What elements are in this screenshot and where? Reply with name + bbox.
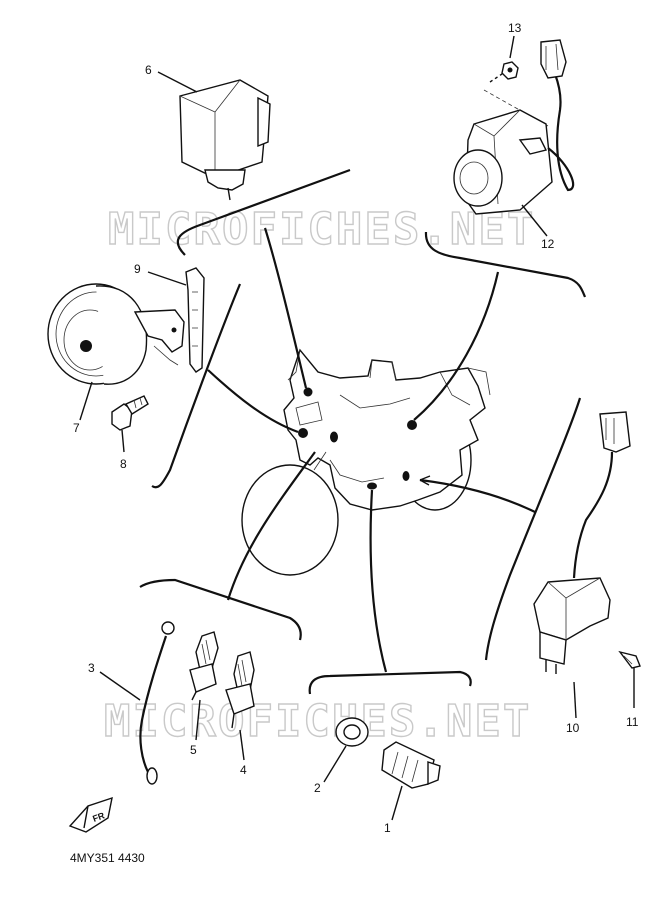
part-8-bolt [111, 395, 149, 431]
callout-3: 3 [88, 661, 95, 675]
callout-10: 10 [566, 721, 580, 735]
part-6-relay [179, 79, 271, 201]
part-5-switch [189, 631, 219, 701]
front-marker-label: FR [91, 810, 106, 824]
part-9-cable-tie [185, 267, 205, 373]
callout-5: 5 [190, 743, 197, 757]
frame-assembly [241, 348, 491, 576]
part-12-switch [453, 39, 575, 215]
part-13-nut [501, 61, 519, 80]
callout-12: 12 [541, 237, 555, 251]
watermark-top: MICROFICHES.NET [108, 204, 535, 255]
callout-11: 11 [626, 715, 639, 729]
callout-13: 13 [508, 21, 522, 35]
part-11-screw [618, 650, 641, 669]
part-2-washer [335, 717, 369, 747]
part-3-lead-wire [139, 621, 175, 785]
part-1-sensor [381, 741, 441, 789]
part-10-switch [533, 411, 631, 674]
callouts: 1 2 3 4 5 6 7 8 9 10 11 12 13 [73, 21, 639, 835]
leader-lines [207, 227, 536, 673]
front-marker: FR [68, 796, 113, 833]
callout-4: 4 [240, 763, 247, 777]
group-brackets [139, 168, 587, 695]
callout-6: 6 [145, 63, 152, 77]
part-4-switch [225, 651, 255, 729]
watermark-bottom: MICROFICHES.NET [104, 696, 531, 747]
callout-2: 2 [314, 781, 321, 795]
diagram-code: 4MY351 4430 [70, 851, 145, 865]
callout-7: 7 [73, 421, 80, 435]
callout-9: 9 [134, 262, 141, 276]
callout-8: 8 [120, 457, 127, 471]
part-7-horn [47, 283, 185, 385]
callout-1: 1 [384, 821, 391, 835]
